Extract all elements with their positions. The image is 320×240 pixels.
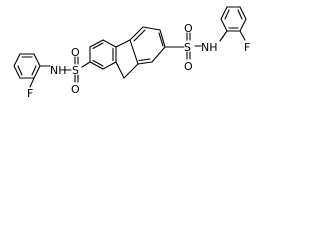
left-oxygen-upper-label: O	[71, 46, 80, 59]
left-sulfur-label: S	[72, 64, 79, 77]
right-fluorophenyl-ring	[220, 6, 247, 32]
fluorene-right-ring	[129, 26, 166, 65]
right-sulfur-label: S	[184, 41, 191, 54]
fluorene-left-ring	[89, 39, 117, 70]
left-oxygen-lower-label: O	[71, 83, 80, 96]
atom-labels: F NH S O O S O O NH F	[27, 22, 250, 100]
left-fluorine-label: F	[27, 87, 33, 100]
left-fluorophenyl-ring	[13, 53, 41, 79]
left-ring-to-fluorine-bond	[29, 77, 35, 88]
chemical-structure: F NH S O O S O O NH F	[13, 6, 250, 100]
left-s-to-fluorene-bond	[81, 61, 91, 68]
right-oxygen-lower-label: O	[184, 60, 193, 73]
bond-lines	[13, 6, 247, 88]
right-ring-to-fluorine-bond	[239, 30, 246, 41]
right-nh-to-ring-bond	[219, 30, 228, 42]
fluorene-five-membered-ring	[115, 39, 139, 79]
right-oxygen-upper-label: O	[184, 22, 193, 35]
right-fluorine-label: F	[244, 41, 250, 54]
left-nh-label: NH	[50, 64, 67, 77]
right-nh-label: NH	[201, 41, 218, 54]
